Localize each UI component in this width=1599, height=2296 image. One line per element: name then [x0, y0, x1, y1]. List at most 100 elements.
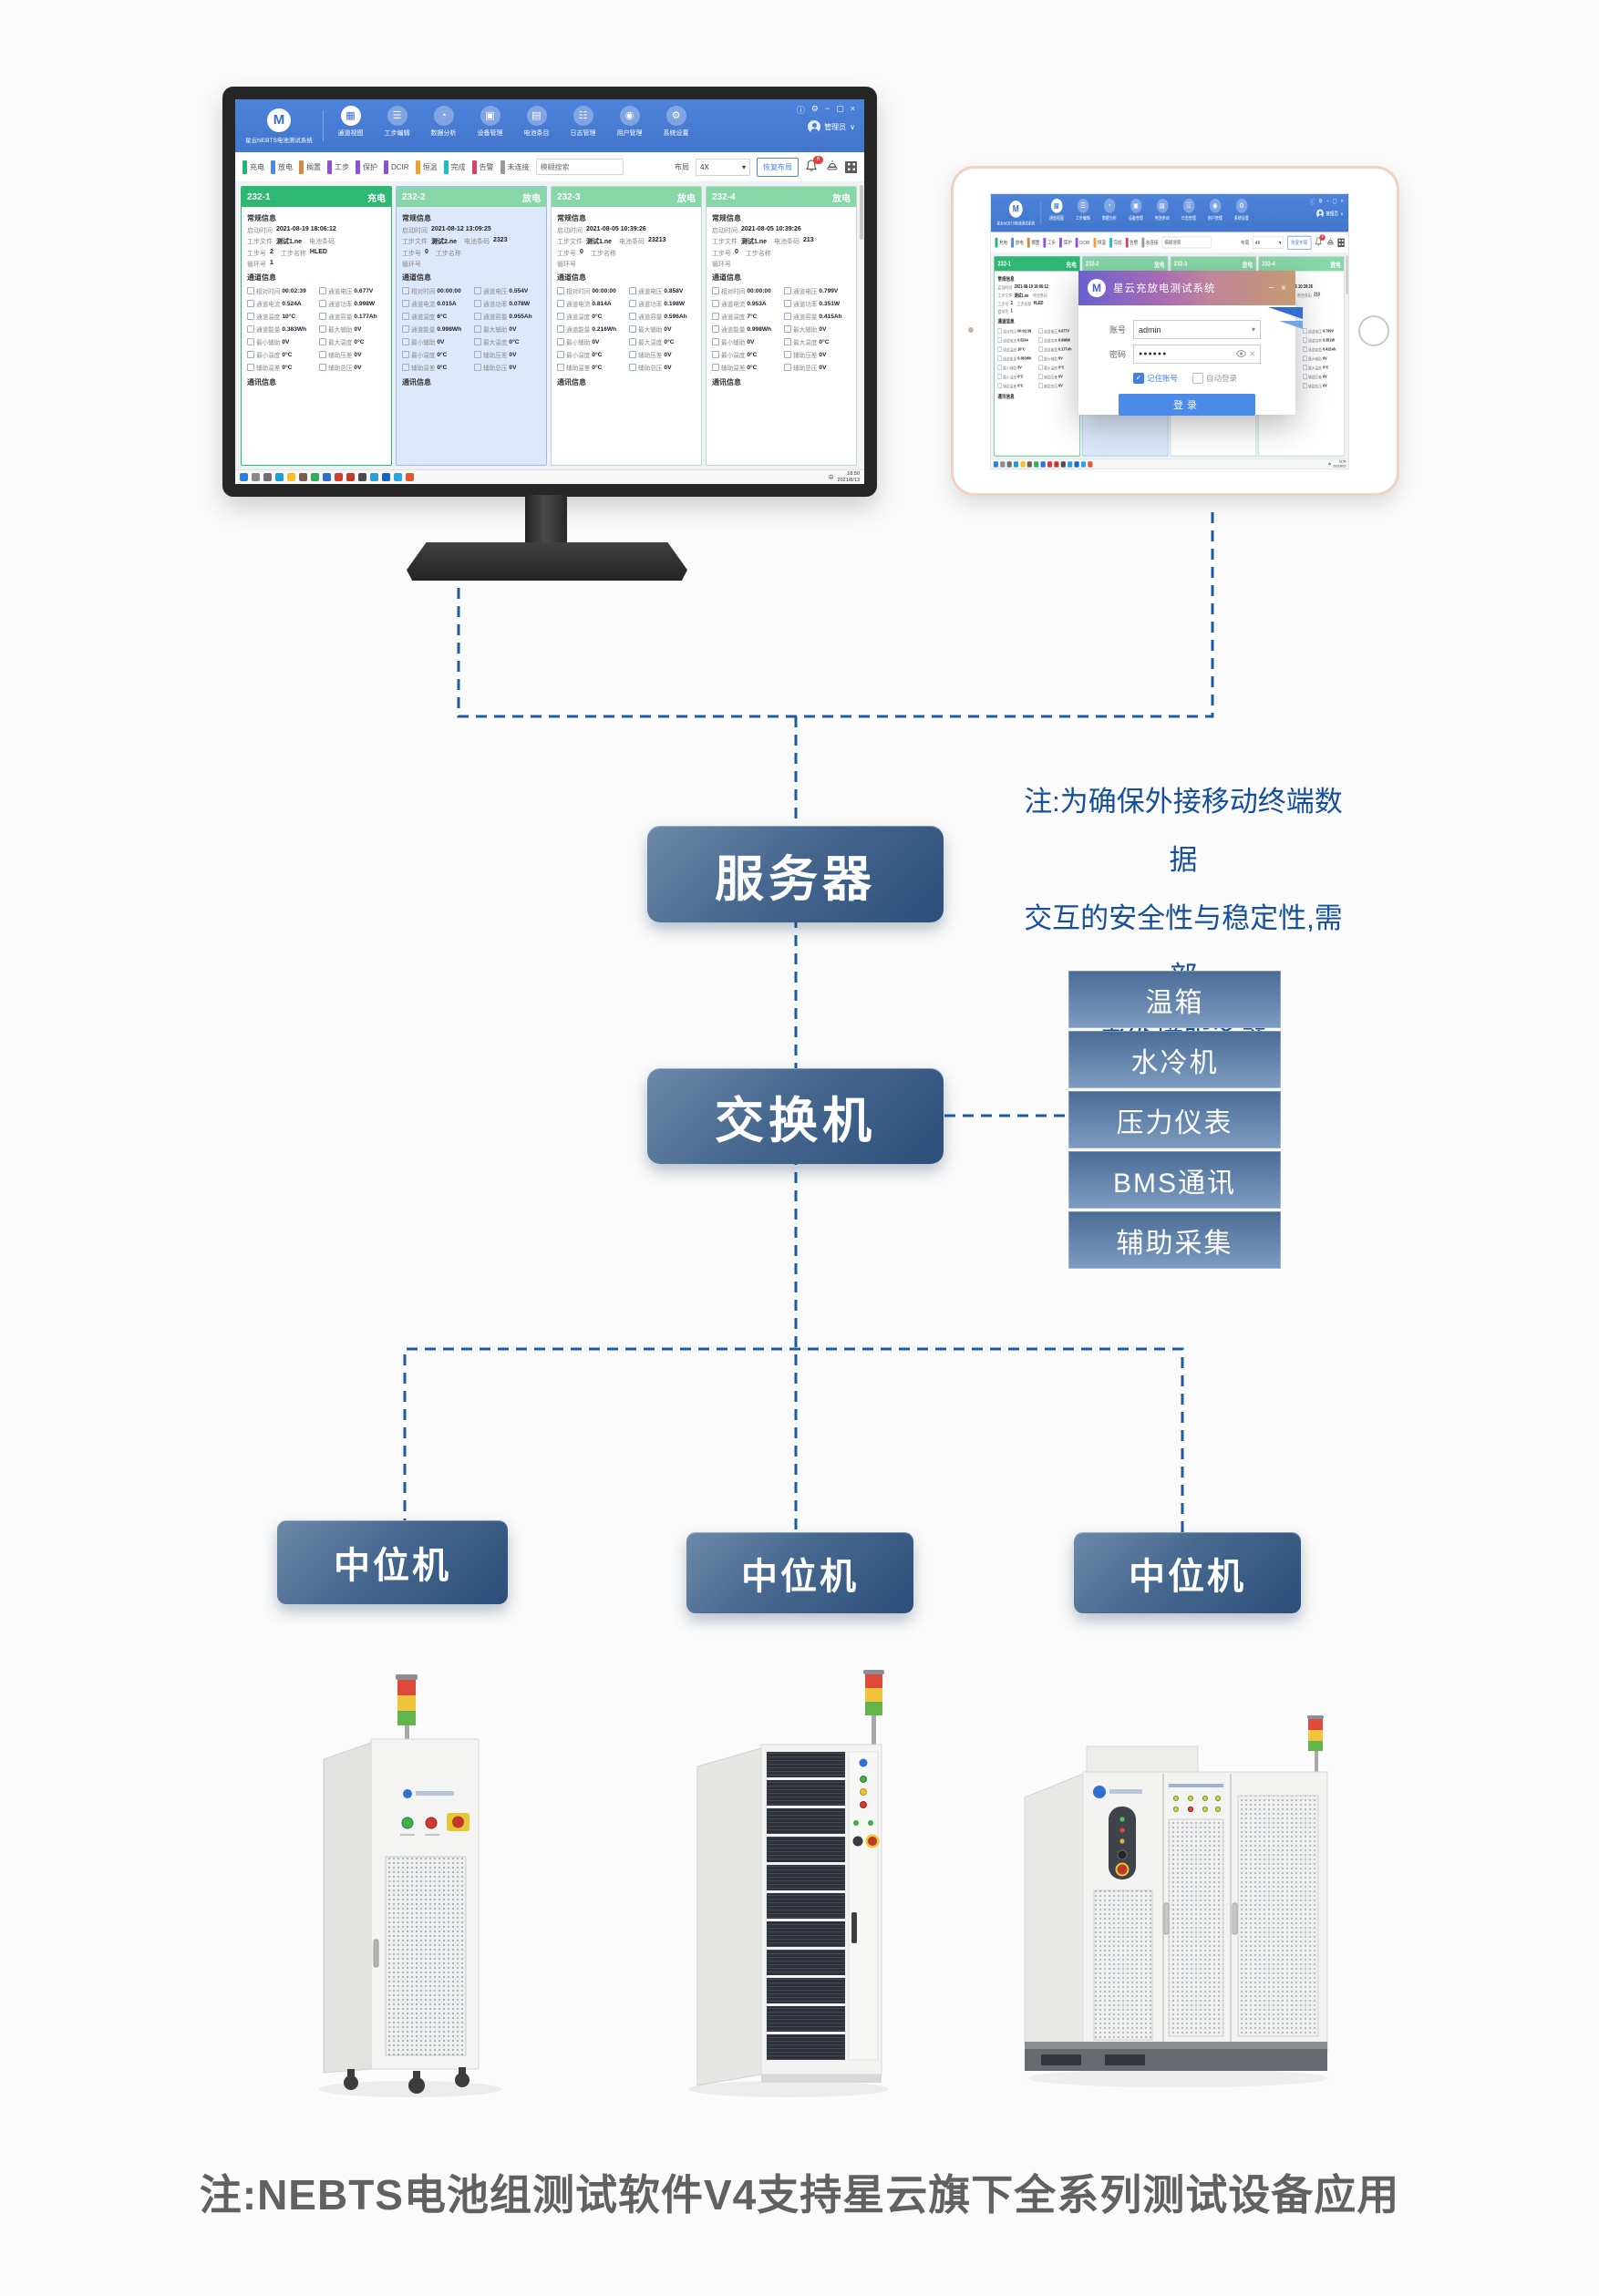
- taskbar-folder-icon[interactable]: [287, 473, 295, 481]
- taskbar-teams-app-icon[interactable]: [370, 473, 378, 481]
- layout-grid-icon[interactable]: [1337, 238, 1345, 247]
- taskbar-store-icon[interactable]: [1026, 461, 1032, 468]
- notification-bell-icon[interactable]: 6: [805, 156, 823, 174]
- taskbar-teams-app-icon[interactable]: [1068, 461, 1073, 468]
- nav-item-channel-view[interactable]: ▦通道视图: [1043, 199, 1069, 232]
- vertical-scrollbar[interactable]: [1345, 252, 1348, 460]
- settings-icon[interactable]: ⚙: [810, 104, 819, 113]
- nav-item-system-settings[interactable]: ⚙系统设置: [1228, 199, 1254, 232]
- taskbar-o-app-icon[interactable]: [1074, 461, 1079, 468]
- account-select[interactable]: admin ▾: [1133, 320, 1261, 339]
- user-menu[interactable]: 管理员∨: [1316, 209, 1344, 219]
- minimize-icon[interactable]: −: [824, 104, 830, 113]
- show-password-eye-icon[interactable]: [1236, 349, 1247, 359]
- taskbar-store-icon[interactable]: [299, 473, 307, 481]
- dialog-close-icon[interactable]: ×: [1281, 283, 1286, 293]
- taskbar-g-app-icon[interactable]: [1047, 461, 1053, 468]
- channel-status: 放电: [1242, 262, 1253, 269]
- alarm-siren-icon[interactable]: [826, 159, 839, 176]
- taskbar-start-icon[interactable]: [240, 473, 248, 481]
- search-input[interactable]: [1161, 236, 1212, 249]
- notification-bell-icon[interactable]: 6: [1315, 234, 1326, 247]
- taskbar-chat-app-icon[interactable]: [394, 473, 402, 481]
- login-button[interactable]: 登录: [1119, 394, 1255, 416]
- user-manage-icon: ◉: [619, 106, 640, 126]
- nav-item-step-edit[interactable]: ☰工步编辑: [374, 106, 420, 152]
- metric-value: 0V: [819, 351, 827, 358]
- taskbar-calc-app-icon[interactable]: [1060, 461, 1066, 468]
- reset-layout-button[interactable]: 恢复布局: [757, 157, 799, 177]
- auto-login-checkbox[interactable]: 自动登录: [1192, 373, 1237, 384]
- info-icon[interactable]: ⓘ: [1310, 199, 1315, 206]
- taskbar-task-view-icon[interactable]: [1006, 461, 1012, 468]
- taskbar-search-icon[interactable]: [1000, 461, 1006, 468]
- switch-box: 交换机: [647, 1068, 944, 1164]
- taskbar-start-icon[interactable]: [993, 461, 998, 468]
- info-icon[interactable]: ⓘ: [796, 106, 805, 115]
- clear-password-icon[interactable]: ✕: [1249, 350, 1255, 358]
- nav-item-data-analysis[interactable]: ◔数据分析: [420, 106, 467, 152]
- dialog-minimize-button[interactable]: −: [1268, 283, 1274, 293]
- user-menu[interactable]: 管理员∨: [808, 120, 855, 133]
- field-label: 电池条码: [309, 239, 335, 245]
- metric-label: 通道容量: [483, 314, 508, 321]
- maximize-icon[interactable]: ▢: [1332, 197, 1337, 204]
- nav-item-system-settings[interactable]: ⚙系统设置: [653, 106, 699, 152]
- nav-item-device-manage[interactable]: ▣设备管理: [467, 106, 513, 152]
- taskbar-edge-icon[interactable]: [1014, 461, 1019, 468]
- user-manage-icon: ◉: [1209, 199, 1222, 213]
- metric-label: 通道能量: [566, 327, 591, 334]
- tablet-home-button[interactable]: [1358, 315, 1389, 346]
- nav-item-step-edit[interactable]: ☰工步编辑: [1069, 199, 1096, 232]
- taskbar-g-app-icon[interactable]: [335, 473, 343, 481]
- log-manage-icon: ☷: [573, 106, 593, 126]
- search-input[interactable]: [535, 159, 624, 175]
- taskbar-cloud-app-icon[interactable]: [323, 473, 331, 481]
- taskbar-color-pen-icon[interactable]: [406, 473, 414, 481]
- maximize-icon[interactable]: ▢: [836, 104, 844, 113]
- nav-item-channel-view[interactable]: ▦通道视图: [327, 106, 374, 152]
- taskbar-folder-icon[interactable]: [1020, 461, 1026, 468]
- remember-account-checkbox[interactable]: ✓ 记住账号: [1133, 373, 1178, 384]
- taskbar-cloud-app-icon[interactable]: [1040, 461, 1046, 468]
- taskbar-task-view-icon[interactable]: [263, 473, 272, 481]
- taskbar-o-app-icon[interactable]: [382, 473, 390, 481]
- nav-item-log-manage[interactable]: ☷日志管理: [1175, 199, 1202, 232]
- taskbar-search-icon[interactable]: [252, 473, 260, 481]
- taskbar-color-pen-icon[interactable]: [1088, 461, 1093, 468]
- minimize-icon[interactable]: −: [1326, 197, 1329, 204]
- password-field[interactable]: ●●●●●● ✕: [1133, 345, 1261, 364]
- nav-item-log-manage[interactable]: ☷日志管理: [560, 106, 606, 152]
- nav-item-battery-entry[interactable]: ▤电池条目: [1149, 199, 1175, 232]
- layout-grid-icon[interactable]: [845, 160, 857, 173]
- vertical-scrollbar[interactable]: [859, 181, 864, 470]
- taskbar-w-app-icon[interactable]: [1054, 461, 1059, 468]
- nav-item-device-manage[interactable]: ▣设备管理: [1122, 199, 1149, 232]
- alarm-siren-icon[interactable]: [1326, 236, 1334, 249]
- close-icon[interactable]: ×: [850, 104, 855, 113]
- taskbar-green-app-icon[interactable]: [1034, 461, 1039, 468]
- layout-select[interactable]: 4X▾: [1253, 236, 1284, 249]
- taskbar-edge-icon[interactable]: [275, 473, 284, 481]
- nav-item-battery-entry[interactable]: ▤电池条目: [513, 106, 560, 152]
- taskbar-chat-app-icon[interactable]: [1080, 461, 1087, 468]
- nav-item-user-manage[interactable]: ◉用户管理: [1202, 199, 1228, 232]
- reset-layout-button[interactable]: 恢复布局: [1287, 235, 1312, 250]
- nav-item-data-analysis[interactable]: ◔数据分析: [1096, 199, 1122, 232]
- layout-select[interactable]: 4X▾: [696, 158, 750, 176]
- taskbar-w-app-icon[interactable]: [346, 473, 355, 481]
- close-icon[interactable]: ×: [1340, 197, 1344, 204]
- taskbar-calc-app-icon[interactable]: [358, 473, 366, 481]
- nav-item-user-manage[interactable]: ◉用户管理: [606, 106, 653, 152]
- taskbar-green-app-icon[interactable]: [311, 473, 319, 481]
- settings-icon[interactable]: ⚙: [1318, 197, 1323, 204]
